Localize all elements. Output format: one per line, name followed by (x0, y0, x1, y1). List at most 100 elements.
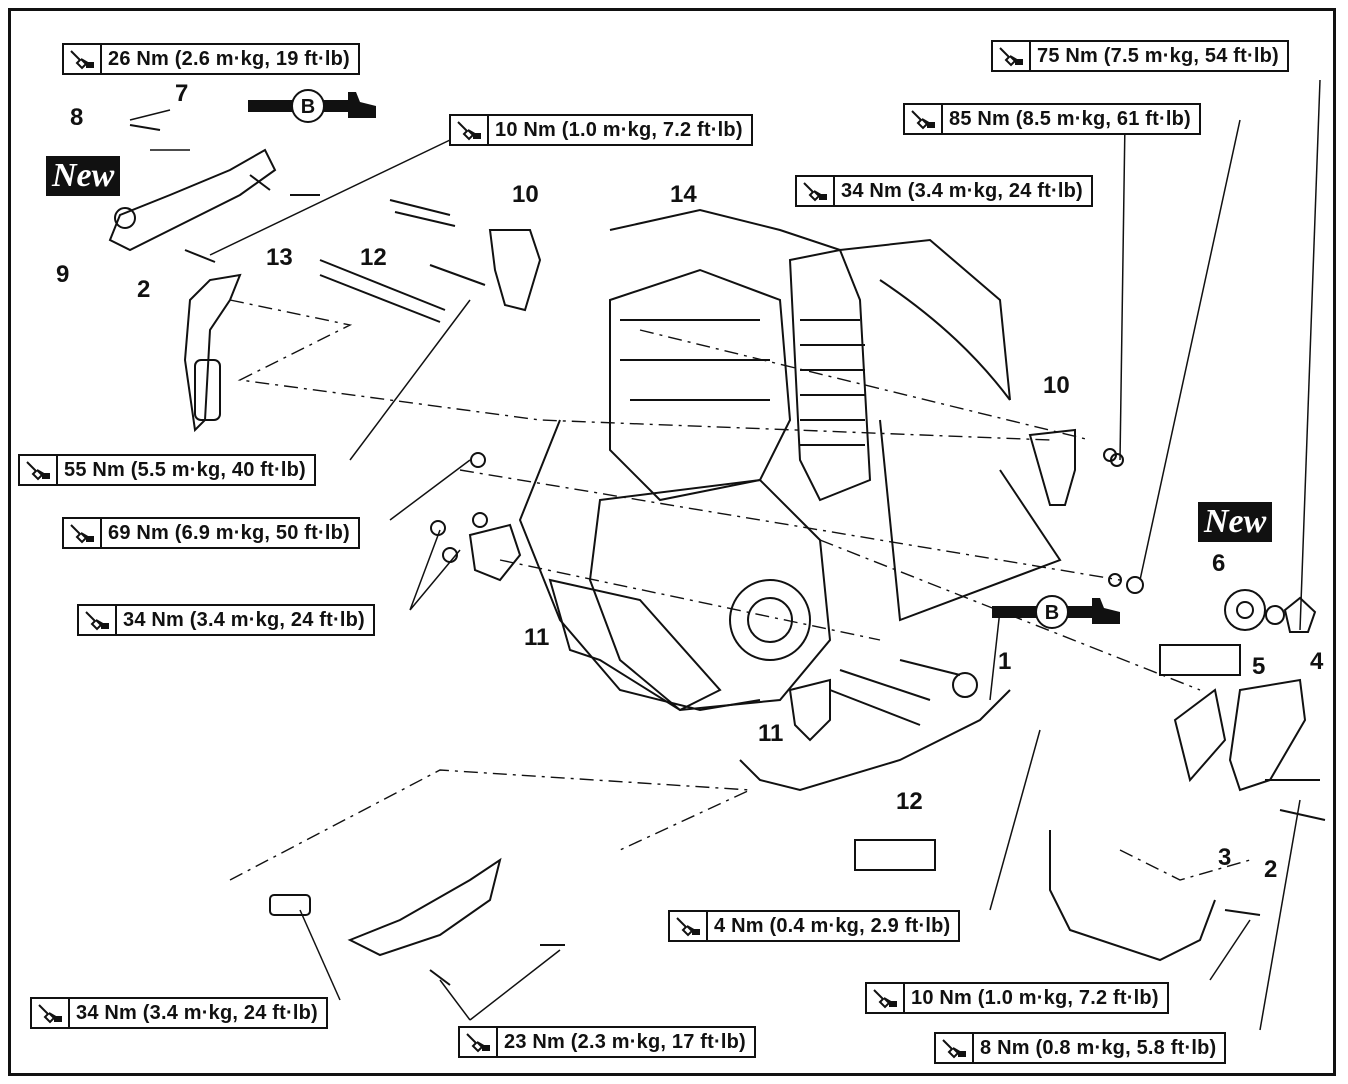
leader-t55 (349, 299, 471, 461)
torque-label-t34c: 34 Nm (3.4 m·kg, 24 ft·lb) (30, 997, 328, 1029)
torque-label-t10a: 10 Nm (1.0 m·kg, 7.2 ft·lb) (449, 114, 753, 146)
leader-t69 (389, 459, 471, 521)
callout-11-lower: 11 (758, 720, 784, 747)
footrest-left (854, 839, 936, 871)
engine-bracket-11-lower (788, 678, 831, 742)
engine-bracket-10-right (1028, 428, 1076, 506)
leader-t85 (1139, 119, 1241, 581)
leader-t4 (989, 729, 1041, 911)
shift-pedal-bolt (249, 174, 320, 196)
axis-line-7 (1119, 849, 1251, 881)
stator-cover (729, 579, 811, 661)
engine-bracket-10-left (488, 229, 542, 312)
axis-line-4 (639, 329, 1091, 441)
torque-value: 34 Nm (3.4 m·kg, 24 ft·lb) (123, 608, 365, 631)
engine-bracket-11-left (468, 523, 522, 582)
rear-shock (788, 248, 872, 502)
leader-t75 (1299, 79, 1321, 631)
callout-14: 14 (670, 181, 697, 208)
torque-value: 10 Nm (1.0 m·kg, 7.2 ft·lb) (911, 986, 1159, 1009)
callout-12-lower: 12 (896, 788, 923, 815)
torque-label-t4: 4 Nm (0.4 m·kg, 2.9 ft·lb) (668, 910, 961, 942)
chain-guide (1173, 688, 1227, 783)
callout-11-left: 11 (524, 624, 550, 651)
o-ring (952, 672, 978, 698)
brake-pedal-rod (183, 273, 242, 433)
brake-rod-right (1049, 830, 1216, 962)
torque-label-t34a: 34 Nm (3.4 m·kg, 24 ft·lb) (795, 175, 1093, 207)
exhaust (879, 279, 1011, 401)
skid-plate (548, 578, 722, 712)
bolts-12-lower (829, 669, 931, 726)
drive-sprocket (1224, 589, 1266, 631)
bolt-8 (129, 124, 161, 131)
torque-label-t55: 55 Nm (5.5 m·kg, 40 ft·lb) (18, 454, 316, 486)
torque-value: 34 Nm (3.4 m·kg, 24 ft·lb) (76, 1001, 318, 1024)
diagram-frame (8, 8, 1336, 1076)
torque-wrench-icon (867, 984, 905, 1012)
brake-pedal-lower (347, 857, 502, 957)
torque-label-t69: 69 Nm (6.9 m·kg, 50 ft·lb) (62, 517, 360, 549)
callout-9: 9 (56, 261, 70, 288)
torque-wrench-icon (670, 912, 708, 940)
stator-cover-inner (747, 597, 793, 643)
grease-gun-icon-upper: B (248, 88, 378, 129)
bolt-2-right (1224, 909, 1261, 916)
shock-spring (800, 319, 865, 446)
axis-line-1 (229, 299, 1051, 441)
torque-wrench-icon (79, 606, 117, 634)
torque-wrench-icon (20, 456, 58, 484)
axis-line-2 (459, 469, 1121, 581)
callout-7: 7 (175, 80, 189, 107)
frame-rear (879, 419, 1062, 622)
torque-wrench-icon (460, 1028, 498, 1056)
torque-wrench-icon (993, 42, 1031, 70)
torque-wrench-icon (797, 177, 835, 205)
new-part-tag-left: New (46, 156, 121, 196)
torque-label-t10b: 10 Nm (1.0 m·kg, 7.2 ft·lb) (865, 982, 1169, 1014)
grease-b-label-lower: B (1045, 602, 1059, 624)
head-bolts (389, 199, 456, 227)
shift-pedal (108, 148, 277, 252)
torque-label-t8: 8 Nm (0.8 m·kg, 5.8 ft·lb) (934, 1032, 1227, 1064)
callout-10-upper: 10 (512, 181, 539, 208)
torque-value: 55 Nm (5.5 m·kg, 40 ft·lb) (64, 458, 306, 481)
leader-t34b (409, 529, 461, 611)
callout-6: 6 (1212, 550, 1226, 577)
washer-5 (1265, 605, 1285, 625)
bolt-13 (319, 259, 446, 323)
torque-value: 26 Nm (2.6 m·kg, 19 ft·lb) (108, 47, 350, 70)
callout-5: 5 (1252, 653, 1266, 680)
torque-label-t85: 85 Nm (8.5 m·kg, 61 ft·lb) (903, 103, 1201, 135)
bolt-spring (899, 659, 961, 676)
grease-gun-icon-lower: B (992, 594, 1122, 635)
leader-t10a (209, 139, 451, 256)
new-part-tag-right: New (1198, 502, 1273, 542)
callout-3: 3 (1218, 844, 1232, 871)
footrest-right (1159, 644, 1241, 676)
torque-wrench-icon (451, 116, 489, 144)
leader-t34c (299, 909, 341, 1001)
callout-12-upper: 12 (360, 244, 387, 271)
torque-value: 34 Nm (3.4 m·kg, 24 ft·lb) (841, 179, 1083, 202)
callout-2-right: 2 (1264, 856, 1278, 883)
wire-harness (739, 689, 1011, 792)
callout-13: 13 (266, 244, 293, 271)
torque-label-t75: 75 Nm (7.5 m·kg, 54 ft·lb) (991, 40, 1289, 72)
grease-b-label-upper: B (301, 96, 315, 118)
sprocket-cover (1228, 678, 1307, 792)
torque-value: 4 Nm (0.4 m·kg, 2.9 ft·lb) (714, 914, 951, 937)
torque-value: 8 Nm (0.8 m·kg, 5.8 ft·lb) (980, 1036, 1217, 1059)
cover-bolts (1265, 779, 1326, 821)
axis-line-6 (229, 769, 751, 881)
callout-1: 1 (998, 648, 1012, 675)
callout-2-left: 2 (137, 276, 151, 303)
cylinder-head (609, 268, 792, 502)
lower-bolts (429, 944, 565, 986)
torque-label-t26: 26 Nm (2.6 m·kg, 19 ft·lb) (62, 43, 360, 75)
callout-4: 4 (1310, 648, 1324, 675)
pivot-bolt (269, 894, 311, 916)
leader-t34a (1119, 119, 1126, 461)
leader-t23 (439, 949, 561, 1021)
